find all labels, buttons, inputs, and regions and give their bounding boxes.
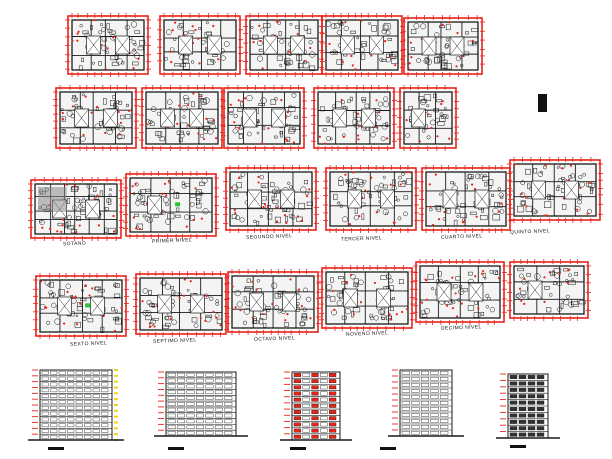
scale-bar-4 bbox=[380, 447, 396, 450]
plan-primer-nivel bbox=[123, 171, 219, 239]
plan-row2-5 bbox=[397, 85, 459, 151]
scale-bar-3 bbox=[290, 447, 306, 450]
plan-septimo-nivel bbox=[133, 271, 229, 337]
scale-bar-1 bbox=[48, 447, 64, 450]
scale-bar-2 bbox=[168, 447, 184, 450]
plan-azotea bbox=[507, 259, 591, 321]
elevation-3 bbox=[280, 371, 352, 441]
elevation-2 bbox=[154, 371, 248, 437]
plan-segundo-nivel bbox=[223, 165, 319, 233]
plan-row2-2 bbox=[139, 85, 225, 151]
plan-row1-3 bbox=[243, 13, 325, 77]
plan-row1-4 bbox=[319, 13, 405, 77]
elevation-4 bbox=[388, 369, 464, 437]
plan-row1-2 bbox=[157, 13, 243, 77]
plan-sexto-nivel bbox=[33, 273, 129, 339]
plan-row1-5 bbox=[401, 15, 485, 77]
plan-row2-4 bbox=[311, 85, 397, 151]
scale-bar-5 bbox=[510, 445, 526, 448]
plan-row2-1 bbox=[53, 85, 139, 151]
plan-row2-3 bbox=[221, 85, 307, 151]
north-symbol-block bbox=[538, 94, 547, 112]
plan-noveno-nivel bbox=[319, 265, 415, 331]
plan-row1-1 bbox=[65, 13, 151, 77]
plan-decimo-nivel bbox=[413, 259, 507, 325]
plan-cuarto-nivel bbox=[419, 165, 513, 233]
plan-tercer-nivel bbox=[323, 165, 419, 233]
label-sotano: SOTANO bbox=[62, 240, 87, 248]
plan-sotano bbox=[28, 177, 124, 241]
plan-octavo-nivel bbox=[225, 269, 321, 335]
elevation-1 bbox=[28, 369, 124, 441]
elevation-5 bbox=[496, 373, 560, 439]
plan-quinto-nivel bbox=[507, 157, 603, 223]
